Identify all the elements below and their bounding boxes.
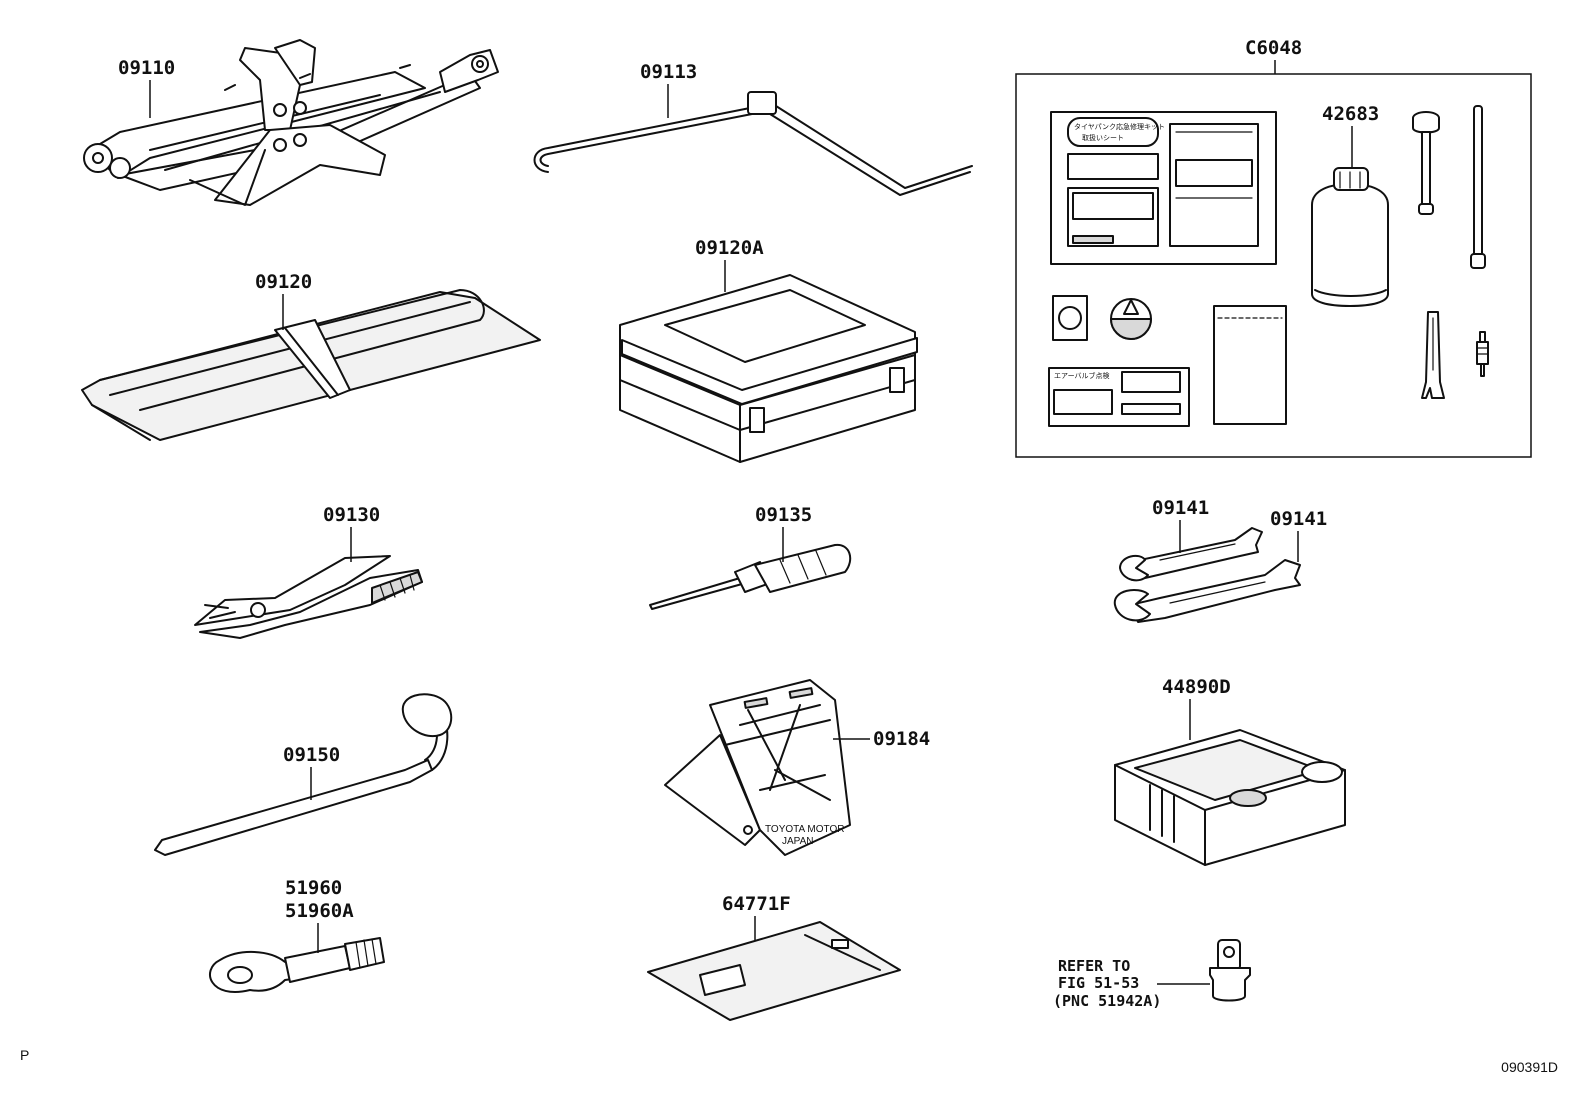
- compressor-part: [1114, 729, 1346, 866]
- wrench-upper-part: [1119, 527, 1263, 582]
- small-labels-part: エアーバルブ点検: [1048, 295, 1287, 427]
- figure-id: 090391D: [1501, 1059, 1558, 1075]
- instruction-sheet-part: タイヤパンク応急修理キット 取扱いシート: [1050, 111, 1277, 265]
- valve-cap-part: [1209, 939, 1251, 1002]
- towing-eye-part: [209, 937, 385, 993]
- svg-text:エアーバルブ点検: エアーバルブ点検: [1054, 371, 1110, 380]
- callout-44890D: 44890D: [1162, 676, 1231, 698]
- screwdriver-part: [649, 543, 852, 610]
- scissor-jack-part: [83, 39, 499, 206]
- extension-rod-part: [1470, 105, 1486, 269]
- kit-box: [1015, 73, 1532, 458]
- sealant-bottle-part: [1311, 167, 1389, 307]
- callout-51960A: 51960A: [285, 900, 354, 922]
- callout-09150: 09150: [283, 744, 340, 766]
- callout-09110: 09110: [118, 57, 175, 79]
- callout-09130: 09130: [323, 504, 380, 526]
- callout-09113: 09113: [640, 61, 697, 83]
- warning-triangle-part: TOYOTA MOTOR JAPAN: [664, 679, 851, 856]
- svg-text:タイヤパンク応急修理キット: タイヤパンク応急修理キット: [1074, 122, 1165, 131]
- callout-09184: 09184: [873, 728, 930, 750]
- reference-note-line2: FIG 51-53: [1058, 974, 1139, 992]
- callout-09120: 09120: [255, 271, 312, 293]
- callout-09141-a: 09141: [1152, 497, 1209, 519]
- callout-C6048: C6048: [1245, 37, 1302, 59]
- callout-42683: 42683: [1322, 103, 1379, 125]
- reference-note-line3: (PNC 51942A): [1053, 992, 1161, 1010]
- pliers-part: [194, 555, 423, 639]
- callout-09120A: 09120A: [695, 237, 764, 259]
- valve-core-tool-part: [1421, 311, 1489, 399]
- valve-tool-part: [1412, 111, 1440, 215]
- callout-09135: 09135: [755, 504, 812, 526]
- tool-case-part: [619, 274, 918, 463]
- page-mark: P: [20, 1047, 29, 1063]
- triangle-stamp-line1: TOYOTA MOTOR: [765, 824, 844, 835]
- callout-09141-b: 09141: [1270, 508, 1327, 530]
- tool-bag-part: [81, 289, 541, 441]
- lug-wrench-part: [154, 693, 453, 856]
- triangle-stamp-line2: JAPAN: [782, 836, 814, 847]
- jack-handle-part: [533, 91, 973, 196]
- callout-64771F: 64771F: [722, 893, 791, 915]
- svg-text:取扱いシート: 取扱いシート: [1082, 133, 1124, 142]
- callout-51960: 51960: [285, 877, 342, 899]
- wrench-lower-part: [1113, 559, 1301, 623]
- owners-manual-part: [647, 921, 901, 1021]
- reference-note-line1: REFER TO: [1058, 957, 1130, 975]
